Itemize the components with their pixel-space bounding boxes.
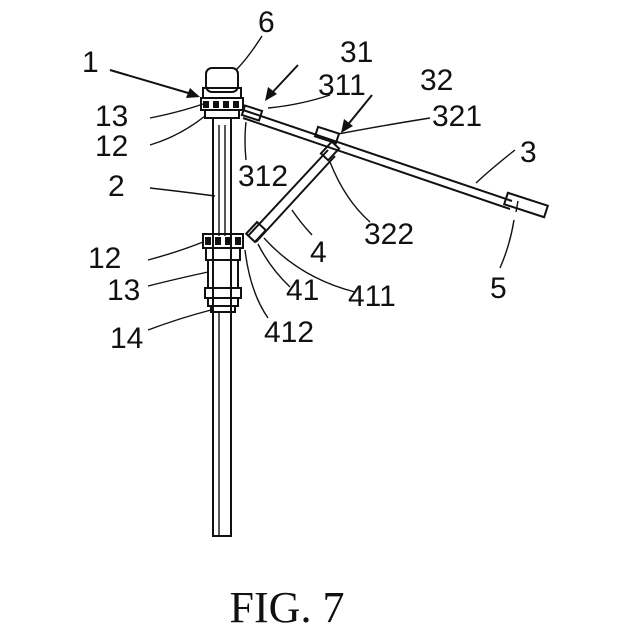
- ref-311: 311: [318, 69, 366, 102]
- lower-hub-assembly: [203, 234, 243, 312]
- ref-1: 1: [82, 46, 99, 79]
- ref-3: 3: [520, 136, 537, 169]
- ref-5: 5: [490, 272, 507, 305]
- ref-321: 321: [432, 100, 482, 133]
- ref-322: 322: [364, 218, 414, 251]
- ref-6: 6: [258, 6, 275, 39]
- ref-32: 32: [420, 64, 453, 97]
- ref-41: 41: [286, 274, 319, 307]
- top-cap-assembly: [201, 68, 243, 118]
- pole: [213, 118, 231, 536]
- ref-13-upper: 13: [95, 100, 128, 133]
- ref-12-lower: 12: [88, 242, 121, 275]
- figure-caption: FIG. 7: [230, 583, 345, 632]
- ref-4: 4: [310, 236, 327, 269]
- ref-411: 411: [348, 280, 396, 313]
- ref-13-lower: 13: [107, 274, 140, 307]
- ref-2: 2: [108, 170, 125, 203]
- ref-12-upper: 12: [95, 130, 128, 163]
- ref-412: 412: [264, 316, 314, 349]
- reference-numerals: 1 6 31 311 32 321 13 12 312 2 3 322 4 12…: [82, 6, 537, 355]
- ref-14: 14: [110, 322, 143, 355]
- ref-31: 31: [340, 36, 373, 69]
- ref-312: 312: [238, 160, 288, 193]
